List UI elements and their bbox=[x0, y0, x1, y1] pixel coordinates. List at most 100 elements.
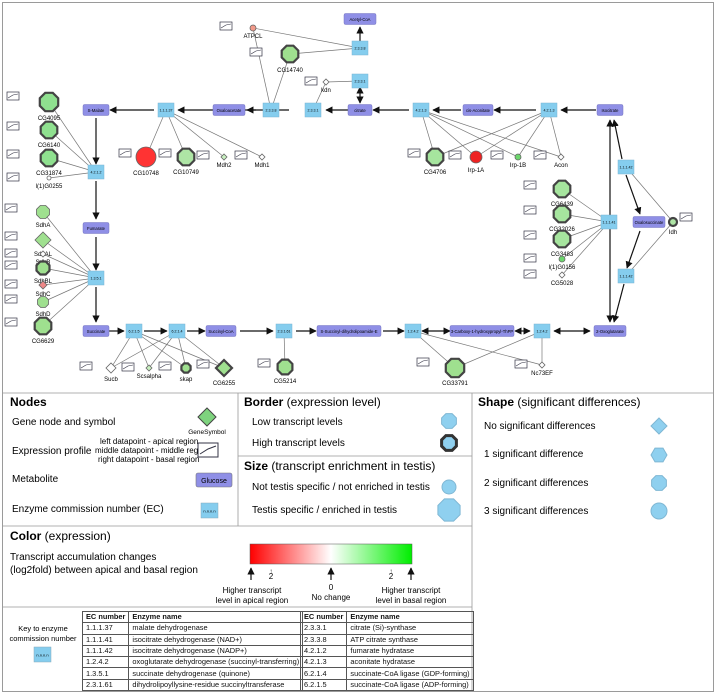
legend-key-ec-example: n.n.n.n bbox=[36, 653, 48, 658]
metabolite-succinate[interactable]: Succinate bbox=[82, 325, 110, 337]
enzyme-ec-e-23161[interactable]: 2.3.1.61 bbox=[275, 323, 293, 339]
enzyme-ec-e-4213-b[interactable]: 4.2.1.3 bbox=[540, 102, 558, 118]
gene-node-nc73ef[interactable]: Nc73EF bbox=[514, 359, 553, 377]
gene-node-mdh2[interactable]: Mdh2 bbox=[196, 150, 232, 169]
gene-enzyme-edge bbox=[110, 330, 178, 369]
gene-node-mdh1[interactable]: Mdh1 bbox=[234, 150, 270, 169]
gene-node-cg32026[interactable]: CG32026 bbox=[523, 204, 576, 233]
legend-metabolite-example: Glucose bbox=[201, 478, 227, 485]
ec-number-cell: 1.2.4.2 bbox=[81, 656, 130, 669]
gene-node-sdhd[interactable]: SdhD bbox=[4, 294, 51, 318]
enzyme-ec-e-6214[interactable]: 6.2.1.4 bbox=[168, 323, 186, 339]
metabolite-s-malate[interactable]: S-Malate bbox=[82, 104, 110, 116]
gene-node-skap[interactable]: skap bbox=[158, 361, 193, 383]
gene-node-idh[interactable]: Idh bbox=[667, 212, 693, 236]
gene-node-cg6255[interactable]: CG6255 bbox=[196, 358, 236, 387]
expression-profile-icon bbox=[4, 279, 18, 289]
enzyme-name-cell: citrate (Si)-synthase bbox=[346, 622, 474, 635]
metabolite-isocitrate[interactable]: Isocitrate bbox=[596, 104, 624, 116]
enzyme-label: 1.1.1.42 bbox=[620, 166, 633, 170]
gene-label: Irp-1B bbox=[510, 163, 526, 169]
gene-node-sdha[interactable]: SdhA bbox=[4, 203, 51, 229]
gene-node-cg10748[interactable]: CG10748 bbox=[118, 146, 160, 177]
gene-shape bbox=[558, 271, 566, 279]
gene-node-acon[interactable]: Acon bbox=[533, 150, 568, 169]
enzyme-ec-e-2338[interactable]: 2.3.3.8 bbox=[351, 40, 369, 56]
enzyme-ec-e-4213[interactable]: 4.2.1.3 bbox=[412, 102, 430, 118]
enzyme-ec-e-2331-top[interactable]: 2.3.3.1 bbox=[351, 73, 369, 89]
metabolite-s-succinyl-dihydrolipoamide[interactable]: S-Succinyl-dihydrolipoamide-E bbox=[316, 325, 382, 337]
legend-gene-symbol: GeneSymbol bbox=[188, 429, 226, 436]
gene-node-cg31874[interactable]: CG31874 bbox=[6, 148, 63, 177]
gene-shape bbox=[38, 91, 60, 113]
gene-label: CG33791 bbox=[442, 381, 468, 387]
enzyme-box bbox=[87, 164, 105, 180]
gene-label: CG5028 bbox=[551, 281, 574, 287]
metabolite-oxoglutarate[interactable]: 2-Oxoglutarate bbox=[593, 325, 627, 337]
gene-enzyme-edge bbox=[420, 109, 519, 158]
enzyme-ec-e-1242-b[interactable]: 1.2.4.2 bbox=[533, 323, 551, 339]
gene-node-l1g0156[interactable]: l(1)G0156 bbox=[523, 253, 576, 271]
enzyme-ec-e-11142-bot[interactable]: 1.1.1.42 bbox=[617, 268, 635, 284]
gene-node-cg6629[interactable]: CG6629 bbox=[4, 316, 55, 345]
gene-node-sdhc[interactable]: SdhC bbox=[4, 279, 51, 298]
enzyme-ec-e-1351[interactable]: 1.3.5.1 bbox=[87, 270, 105, 286]
enzyme-box bbox=[157, 102, 175, 118]
gene-node-cg6439[interactable]: CG6439 bbox=[523, 179, 574, 208]
expression-profile-icon bbox=[196, 150, 210, 160]
gene-label: CG10748 bbox=[133, 171, 159, 177]
gene-node-cg5028[interactable]: CG5028 bbox=[523, 269, 574, 287]
gene-label: CG4706 bbox=[424, 170, 447, 176]
enzyme-box bbox=[351, 73, 369, 89]
gene-label: CG10749 bbox=[173, 170, 199, 176]
legend-border-high: High transcript levels bbox=[252, 438, 345, 449]
metabolite-box bbox=[343, 13, 377, 25]
gene-shape bbox=[37, 296, 49, 308]
gene-enzyme-edge bbox=[625, 166, 674, 223]
gene-node-irp1b[interactable]: Irp-1B bbox=[490, 150, 526, 169]
metabolite-fumarate[interactable]: Fumarate bbox=[82, 222, 110, 234]
enzyme-ec-e-6215[interactable]: 6.2.1.5 bbox=[125, 323, 143, 339]
gene-node-sucb[interactable]: Sucb bbox=[79, 361, 118, 383]
gene-node-cg10749[interactable]: CG10749 bbox=[158, 147, 200, 176]
gene-node-scsalpha[interactable]: Scsalpha bbox=[121, 362, 162, 380]
gene-node-kdn[interactable]: kdn bbox=[304, 76, 331, 94]
legend-color-mid: No change bbox=[312, 593, 351, 602]
gene-node-cg33791[interactable]: CG33791 bbox=[416, 357, 469, 387]
enzyme-ec-e-4212[interactable]: 4.2.1.2 bbox=[87, 164, 105, 180]
metabolite-oxaloacetate[interactable]: Oxaloacetate bbox=[212, 104, 246, 116]
gene-node-cg4706[interactable]: CG4706 bbox=[407, 147, 447, 176]
gene-node-cg4095[interactable]: CG4095 bbox=[6, 91, 61, 122]
legend-shape-title-main: Shape bbox=[478, 395, 514, 409]
ec-number-cell: 2.3.3.8 bbox=[299, 633, 348, 646]
gene-node-cg6140[interactable]: CG6140 bbox=[6, 120, 61, 149]
gene-label: CG6140 bbox=[38, 143, 61, 149]
expression-profile-icon bbox=[514, 359, 528, 369]
gene-node-atpcl[interactable]: ATPCL bbox=[219, 21, 263, 40]
metabolite-cis-aconitate[interactable]: cis-Aconitate bbox=[462, 104, 494, 116]
gene-node-cg3483[interactable]: CG3483 bbox=[523, 229, 574, 258]
gene-node-cg5214[interactable]: CG5214 bbox=[257, 358, 297, 385]
enzyme-ec-e-2331[interactable]: 2.3.3.1 bbox=[304, 102, 322, 118]
gene-node-cg14740[interactable]: CG14740 bbox=[249, 44, 304, 74]
gene-node-irp1a[interactable]: Irp-1A bbox=[448, 150, 484, 174]
legend-size-title-main: Size bbox=[244, 459, 268, 473]
enzyme-name-cell: oxoglutarate dehydrogenase (succinyl-tra… bbox=[128, 656, 304, 669]
enzyme-ec-e-11142-top[interactable]: 1.1.1.42 bbox=[617, 159, 635, 175]
enzyme-ec-e-1242[interactable]: 1.2.4.2 bbox=[404, 323, 422, 339]
metabolite-oxalosuccinate[interactable]: Oxalosuccinate bbox=[632, 216, 666, 228]
expression-profile-icon bbox=[490, 150, 504, 160]
gene-shape bbox=[38, 280, 48, 290]
gene-label: SdhA bbox=[36, 223, 51, 229]
metabolite-acetyl-coa[interactable]: Acetyl-CoA bbox=[343, 13, 377, 25]
enzyme-ec-e-11141[interactable]: 1.1.1.41 bbox=[600, 214, 618, 230]
metabolite-citrate[interactable]: citrate bbox=[347, 104, 373, 116]
enzyme-ec-e-11137[interactable]: 1.1.1.37 bbox=[157, 102, 175, 118]
gene-node-l1g0255[interactable]: l(1)G0255 bbox=[6, 172, 63, 190]
enzyme-ec-e-2338-b[interactable]: 2.3.3.8 bbox=[262, 102, 280, 118]
gene-shape bbox=[552, 204, 572, 224]
legend-border-title-suffix: (expression level) bbox=[283, 395, 380, 409]
metabolite-carboxy-hydroxypropyl-tpp[interactable]: 3-Carboxy-1-hydroxypropyl-ThPP bbox=[449, 325, 515, 337]
metabolite-succinyl-coa[interactable]: Succinyl-CoA bbox=[205, 325, 237, 337]
